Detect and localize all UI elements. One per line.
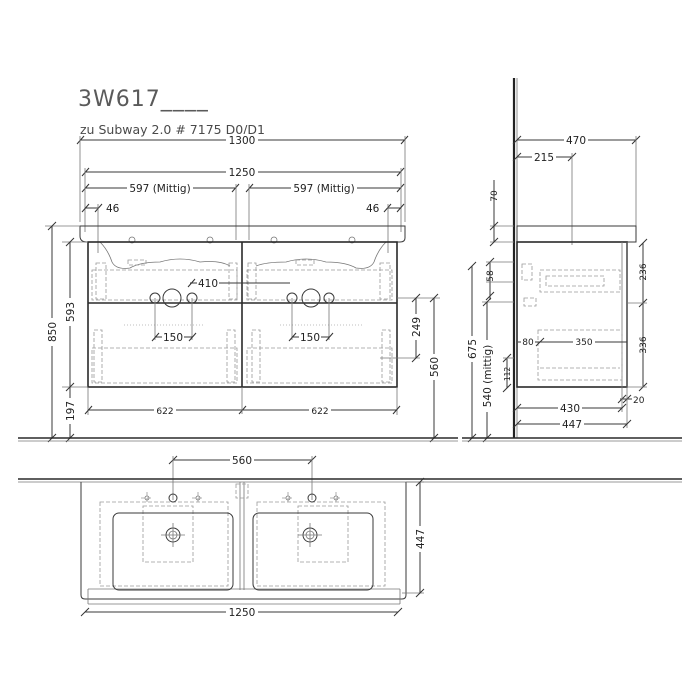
- dim-lower-offset: 112: [503, 367, 512, 382]
- dim-tap-spacing-right: 150: [300, 332, 320, 344]
- dim-floor-clearance: 197: [65, 401, 77, 421]
- dim-top-width: 1250: [229, 607, 256, 619]
- dim-cabinet-height: 593: [65, 302, 77, 322]
- dim-cabinet-width: 1250: [229, 167, 256, 179]
- dim-basin-center-left: 597 (Mittig): [129, 183, 190, 195]
- dim-upper-offset: 58: [486, 270, 496, 282]
- dim-drawer-width-right: 622: [311, 407, 328, 417]
- front-view: 1300 1250 597 (Mittig) 597 (Mittig) 46: [18, 134, 458, 443]
- dim-siphon-cutout: 410: [198, 278, 218, 290]
- side-view: 470 215 70 58: [462, 78, 682, 443]
- dim-basin-center-right: 597 (Mittig): [293, 183, 354, 195]
- dim-install-height: 675: [467, 339, 479, 359]
- dim-cabinet-depth: 430: [560, 403, 580, 415]
- dim-overall-depth: 447: [562, 419, 582, 431]
- dim-cabinet-top-height: 560: [429, 357, 441, 377]
- dim-overall-width: 1300: [229, 135, 256, 147]
- dim-tap-distance: 560: [232, 455, 252, 467]
- top-view: 560: [18, 454, 682, 619]
- dim-drawer-offset: 80: [522, 338, 534, 348]
- dim-depth-total: 470: [566, 135, 586, 147]
- dim-drawer-depth: 350: [575, 338, 592, 348]
- dim-drawer-width-left: 622: [156, 407, 173, 417]
- dim-top-depth: 447: [415, 529, 427, 549]
- dim-edge-offset-left: 46: [106, 203, 120, 215]
- model-number: 3W617____: [78, 87, 209, 112]
- dim-edge-offset-right: 46: [366, 203, 380, 215]
- dim-basin-thickness: 70: [490, 190, 500, 202]
- dim-upper-drawer-height: 236: [639, 263, 649, 280]
- dim-side-lower-drawer-height: 336: [639, 336, 649, 353]
- dim-total-height: 850: [47, 322, 59, 342]
- dim-drain-height: 540 (mittig): [482, 345, 494, 408]
- dim-lower-drawer-height: 249: [411, 317, 423, 337]
- compatibility-note: zu Subway 2.0 # 7175 D0/D1: [80, 122, 265, 137]
- dim-depth-basin-center: 215: [534, 152, 554, 164]
- dim-front-gap: 20: [633, 396, 645, 406]
- dim-tap-spacing-left: 150: [163, 332, 183, 344]
